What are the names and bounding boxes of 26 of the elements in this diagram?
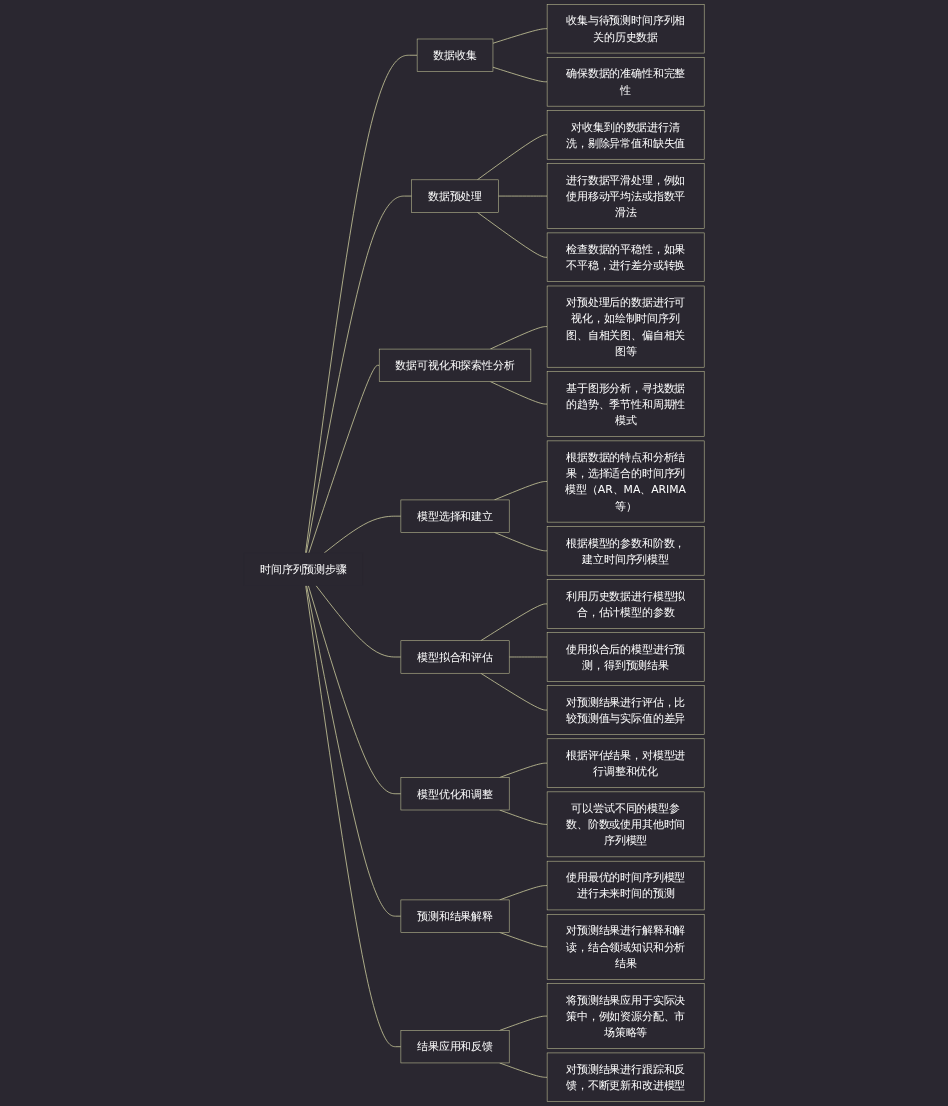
connector: [323, 515, 402, 554]
connector: [306, 585, 402, 917]
connector: [497, 195, 548, 197]
connector: [494, 532, 548, 552]
connector: [305, 54, 418, 554]
connector: [494, 481, 548, 501]
connector: [305, 195, 413, 554]
connector: [480, 603, 548, 642]
connector: [492, 66, 548, 83]
connector: [492, 28, 548, 44]
connector: [308, 364, 380, 554]
connector: [499, 809, 548, 825]
connector: [476, 134, 548, 181]
connector: [480, 672, 548, 711]
connector: [307, 585, 402, 795]
connector: [489, 381, 548, 405]
connector: [499, 1062, 548, 1078]
connector: [499, 885, 548, 901]
connector: [476, 211, 548, 258]
connector: [305, 585, 402, 1048]
connector: [499, 1015, 548, 1031]
connector: [315, 585, 402, 658]
connector: [508, 656, 548, 658]
connector: [489, 326, 548, 350]
connector: [499, 762, 548, 778]
connector: [499, 932, 548, 948]
